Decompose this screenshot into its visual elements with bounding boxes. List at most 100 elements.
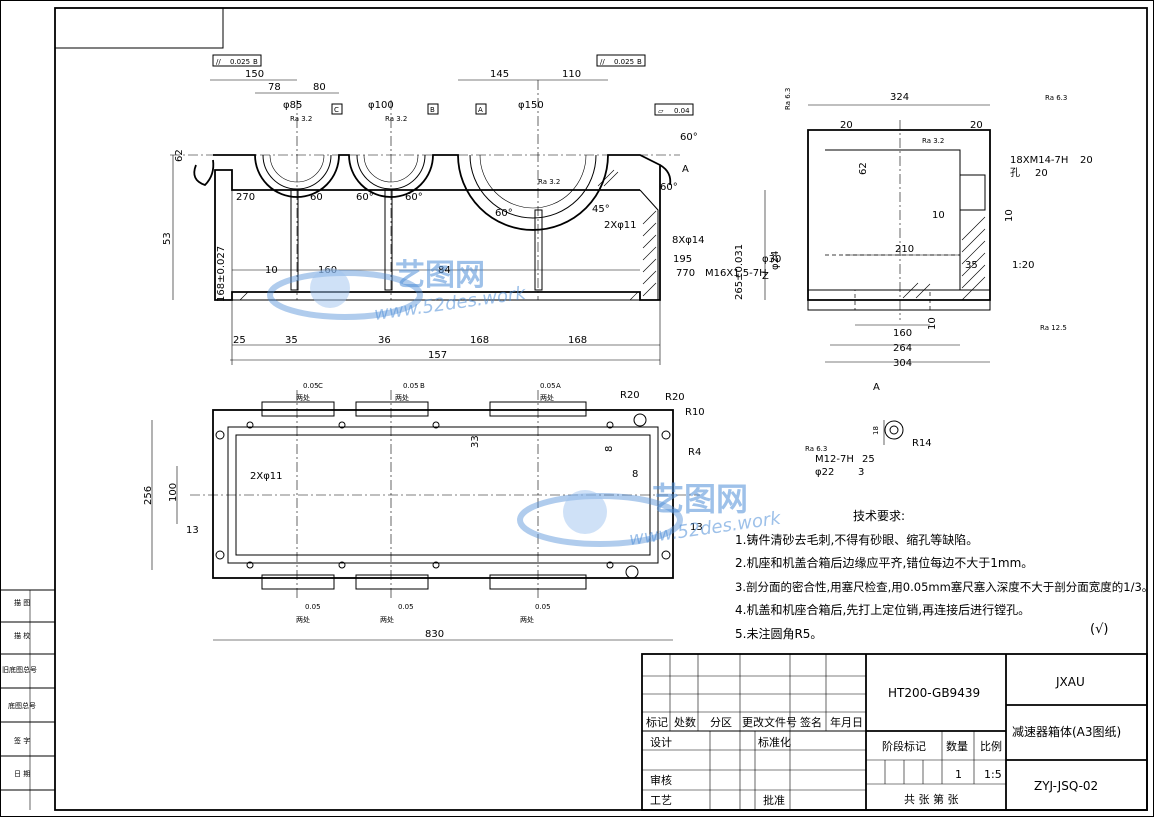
drawing-no: ZYJ-JSQ-02 [1034,779,1098,793]
row-label: 处数 [674,716,696,729]
tol-val: 0.04 [674,107,690,115]
watermark-brand: 艺图网 [652,480,748,518]
ra-label: Ra 6.3 [805,445,827,453]
dim: 18XM14-7H [1010,155,1068,166]
dim: 2Xφ11 [604,220,637,231]
tol-val: 0.025 [614,58,634,66]
section-label: 两处 [296,615,310,624]
dim: 35 [965,260,978,271]
dim: 265±0.031 [734,244,745,300]
tol-ref: B [637,58,642,66]
technical-notes: 技术要求: 1.铸件清砂去毛刺,不得有砂眼、缩孔等缺陷。 2.机座和机盖合箱后边… [735,505,1154,646]
dim: 0.05 [540,382,556,390]
dim: 0.05 [303,382,319,390]
dim: 20 [970,120,983,131]
left-strip [0,589,55,810]
title-block [641,653,1148,811]
dim: 78 [268,82,281,93]
dim: R20 [665,392,685,403]
section-label: 两处 [296,393,310,402]
dim: 18 [872,426,880,435]
tol-sym: // [600,58,605,66]
ra-label: Ra 6.3 [784,88,792,110]
dim: M12-7H [815,454,854,465]
detail-label: A [873,382,880,393]
dim: 60 [310,192,323,203]
dim: 20 [1035,168,1048,179]
datum: C [318,382,323,390]
dim: M16X1.5-7H [705,268,767,279]
dim: 13 [690,522,703,533]
dim: φ150 [518,100,544,111]
dim: 10 [1004,209,1015,222]
qty-value: 1 [955,768,962,781]
inner-frame [54,7,1148,811]
approve-label: 批准 [763,793,785,807]
dim: 0.05 [535,603,551,611]
dim: 53 [162,232,173,245]
dim: 304 [893,358,912,369]
dim: 25 [233,335,246,346]
dim: 60° [405,192,423,203]
dim: 195 [673,254,692,265]
tol-val: 0.025 [230,58,250,66]
note-item: 2.机座和机盖合箱后边缘应平齐,错位每边不大于1mm。 [735,556,1034,570]
tol-sym: // [216,58,221,66]
ra-label: Ra 3.2 [538,178,560,186]
dim: 80 [313,82,326,93]
dim: 168±0.027 [216,246,227,302]
dim: 270 [236,192,255,203]
section-label: 两处 [520,615,534,624]
note-item: 1.铸件清砂去毛刺,不得有砂眼、缩孔等缺陷。 [735,532,979,547]
dim: 770 [676,268,695,279]
section-label: 两处 [540,393,554,402]
left-strip-text: 描 图 描 校 旧底图总号 底图总号 签 字 日 期 [2,598,37,778]
org: JXAU [1055,675,1085,689]
tol-sym: ▱ [658,107,664,115]
title-block-text: HT200-GB9439 JXAU 减速器箱体(A3图纸) ZYJ-JSQ-02… [646,675,1121,807]
standard-label: 标准化 [758,735,791,749]
process-label: 工艺 [650,794,672,807]
dim: 157 [428,350,447,361]
dim: 孔 [1010,167,1020,179]
strip-label: 日 期 [14,770,30,778]
dim: 84 [438,265,451,276]
notes-title: 技术要求: [853,509,906,523]
dim: 8 [604,446,615,452]
datum: A [478,106,483,114]
dim: 0.05 [403,382,419,390]
dim: 10 [927,317,938,330]
note-item: 4.机盖和机座合箱后,先打上定位销,再连接后进行镗孔。 [735,603,1031,617]
dim: 45° [592,204,610,215]
dim: 62 [174,149,185,162]
ra-label: Ra 12.5 [1040,324,1067,332]
row-label: 标记 [646,715,668,729]
strip-label: 签 字 [14,736,30,745]
dim: 60° [495,208,513,219]
material: HT200-GB9439 [888,686,980,700]
row-label: 更改文件号 [742,715,797,729]
scale-value: 1:5 [984,768,1002,781]
dim: R4 [688,447,701,458]
part-name: 减速器箱体(A3图纸) [1012,724,1121,739]
dim: φ22 [815,467,834,478]
note-item: 3.剖分面的密合性,用塞尺检查,用0.05mm塞尺塞入深度不大于剖分面宽度的1/… [735,579,1154,594]
watermark: 艺图网 www.52des.work 艺图网 www.52des.work [267,258,784,550]
dim: 20 [840,120,853,131]
dim: R10 [685,407,705,418]
design-label: 设计 [650,736,672,749]
section-label: 两处 [395,393,409,402]
dim: 0.05 [305,603,321,611]
dim: 0.05 [398,603,414,611]
dim: 13 [186,525,199,536]
ra-label: Ra 6.3 [1045,94,1067,102]
row-label: 分区 [710,716,732,729]
note-item: 5.未注圆角R5。 [735,626,823,641]
dim: 100 [168,483,179,502]
strip-label: 描 校 [14,631,30,640]
dim: φ100 [368,100,394,111]
dim: 168 [470,335,489,346]
strip-label: 描 图 [14,598,30,607]
dim: 145 [490,69,509,80]
dim: 264 [893,343,912,354]
